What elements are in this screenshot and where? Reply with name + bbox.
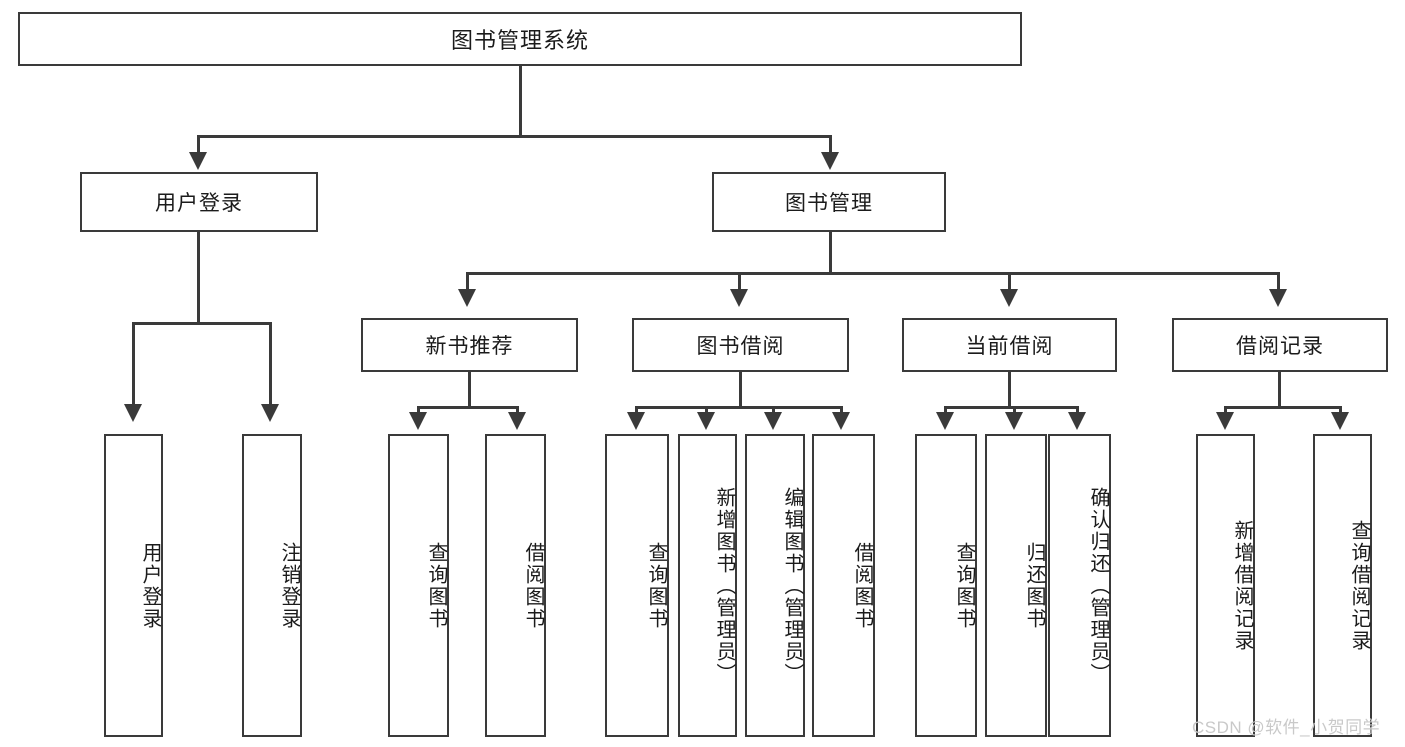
edge-bb-leaf2	[705, 406, 708, 416]
node-leaf-query-book-2-label: 查询图书	[645, 541, 667, 630]
node-leaf-query-book-3-label: 查询图书	[953, 541, 975, 630]
edge-br-leaf1	[1224, 406, 1227, 416]
node-leaf-add-book-label: 新增图书（管理员）	[713, 486, 735, 685]
node-leaf-borrow-book-1[interactable]: 借阅图书	[485, 434, 546, 737]
arrowhead-leaf-add-book	[697, 412, 715, 430]
edge-nbr-leaf1	[417, 406, 420, 416]
edge-to-book-borrow	[738, 272, 741, 294]
edge-current-borrow-bus	[944, 406, 1078, 409]
edge-user-login-stem	[197, 232, 200, 324]
edge-level1-bus	[197, 135, 832, 138]
edge-borrow-record-stem	[1278, 372, 1281, 408]
edge-user-login-leaf2	[269, 322, 272, 408]
node-leaf-borrow-book-1-label: 借阅图书	[522, 541, 544, 630]
node-book-borrow[interactable]: 图书借阅	[632, 318, 849, 372]
arrowhead-current-borrow	[1000, 289, 1018, 307]
node-current-borrow-label: 当前借阅	[965, 335, 1054, 358]
arrowhead-leaf-confirm-return	[1068, 412, 1086, 430]
node-book-management[interactable]: 图书管理	[712, 172, 946, 232]
node-leaf-confirm-return-label: 确认归还（管理员）	[1087, 486, 1109, 685]
arrowhead-book-borrow	[730, 289, 748, 307]
arrowhead-leaf-user-login	[124, 404, 142, 422]
arrowhead-leaf-query-record	[1331, 412, 1349, 430]
node-borrow-record-label: 借阅记录	[1236, 335, 1324, 358]
arrowhead-leaf-borrow-book-1	[508, 412, 526, 430]
arrowhead-leaf-add-record	[1216, 412, 1234, 430]
arrowhead-leaf-query-book-1	[409, 412, 427, 430]
edge-book-borrow-stem	[739, 372, 742, 408]
node-leaf-query-book-1-label: 查询图书	[425, 541, 447, 630]
node-book-borrow-label: 图书借阅	[696, 335, 785, 358]
node-leaf-query-book-1[interactable]: 查询图书	[388, 434, 449, 737]
edge-bb-leaf4	[840, 406, 843, 416]
edge-cb-leaf3	[1076, 406, 1079, 416]
node-leaf-add-record[interactable]: 新增借阅记录	[1196, 434, 1255, 737]
edge-bb-leaf1	[635, 406, 638, 416]
edge-nbr-leaf2	[516, 406, 519, 416]
node-leaf-borrow-book-2-label: 借阅图书	[851, 541, 873, 630]
arrowhead-user-login	[189, 152, 207, 170]
node-current-borrow[interactable]: 当前借阅	[902, 318, 1117, 372]
edge-to-borrow-record	[1277, 272, 1280, 294]
edge-book-borrow-bus	[635, 406, 843, 409]
node-leaf-user-login[interactable]: 用户登录	[104, 434, 163, 737]
node-leaf-query-book-3[interactable]: 查询图书	[915, 434, 977, 737]
arrowhead-leaf-borrow-book-2	[832, 412, 850, 430]
edge-br-leaf2	[1339, 406, 1342, 416]
node-leaf-return-book[interactable]: 归还图书	[985, 434, 1047, 737]
arrowhead-leaf-query-book-2	[627, 412, 645, 430]
edge-borrow-record-bus	[1224, 406, 1341, 409]
node-leaf-user-logout[interactable]: 注销登录	[242, 434, 302, 737]
node-root-label: 图书管理系统	[450, 28, 589, 53]
node-leaf-edit-book-label: 编辑图书（管理员）	[781, 486, 803, 685]
node-leaf-confirm-return[interactable]: 确认归还（管理员）	[1048, 434, 1111, 737]
arrowhead-leaf-edit-book	[764, 412, 782, 430]
watermark-csdn: CSDN @软件_小贺同学	[1192, 718, 1381, 737]
node-leaf-user-logout-label: 注销登录	[278, 541, 300, 630]
node-leaf-query-record-label: 查询借阅记录	[1348, 519, 1370, 652]
node-book-management-label: 图书管理	[785, 192, 873, 215]
edge-new-book-recommend-bus	[417, 406, 519, 409]
node-leaf-borrow-book-2[interactable]: 借阅图书	[812, 434, 875, 737]
edge-user-login-bus	[132, 322, 269, 325]
node-leaf-user-login-label: 用户登录	[139, 541, 161, 630]
edge-level2-bus	[466, 272, 1280, 275]
arrowhead-new-book-recommend	[458, 289, 476, 307]
arrowhead-borrow-record	[1269, 289, 1287, 307]
node-leaf-edit-book[interactable]: 编辑图书（管理员）	[745, 434, 805, 737]
edge-user-login-leaf1	[132, 322, 135, 408]
node-leaf-query-record[interactable]: 查询借阅记录	[1313, 434, 1372, 737]
edge-new-book-recommend-stem	[468, 372, 471, 408]
node-leaf-query-book-2[interactable]: 查询图书	[605, 434, 669, 737]
node-leaf-add-record-label: 新增借阅记录	[1231, 519, 1253, 652]
edge-cb-leaf2	[1013, 406, 1016, 416]
arrowhead-book-management	[821, 152, 839, 170]
edge-to-book-management	[829, 135, 832, 157]
node-leaf-return-book-label: 归还图书	[1023, 541, 1045, 630]
edge-current-borrow-stem	[1008, 372, 1011, 408]
arrowhead-leaf-user-logout	[261, 404, 279, 422]
edge-to-current-borrow	[1008, 272, 1011, 294]
edge-cb-leaf1	[944, 406, 947, 416]
arrowhead-leaf-return-book	[1005, 412, 1023, 430]
node-leaf-add-book[interactable]: 新增图书（管理员）	[678, 434, 737, 737]
node-user-login-label: 用户登录	[155, 192, 243, 215]
edge-to-new-book-recommend	[466, 272, 469, 294]
arrowhead-leaf-query-book-3	[936, 412, 954, 430]
node-new-book-recommend[interactable]: 新书推荐	[361, 318, 578, 372]
edge-to-user-login	[197, 135, 200, 157]
edge-bb-leaf3	[772, 406, 775, 416]
node-borrow-record[interactable]: 借阅记录	[1172, 318, 1388, 372]
node-new-book-recommend-label: 新书推荐	[425, 335, 514, 358]
node-user-login[interactable]: 用户登录	[80, 172, 318, 232]
edge-root-stem	[519, 66, 522, 137]
node-root[interactable]: 图书管理系统	[18, 12, 1022, 66]
edge-book-management-stem	[829, 232, 832, 274]
